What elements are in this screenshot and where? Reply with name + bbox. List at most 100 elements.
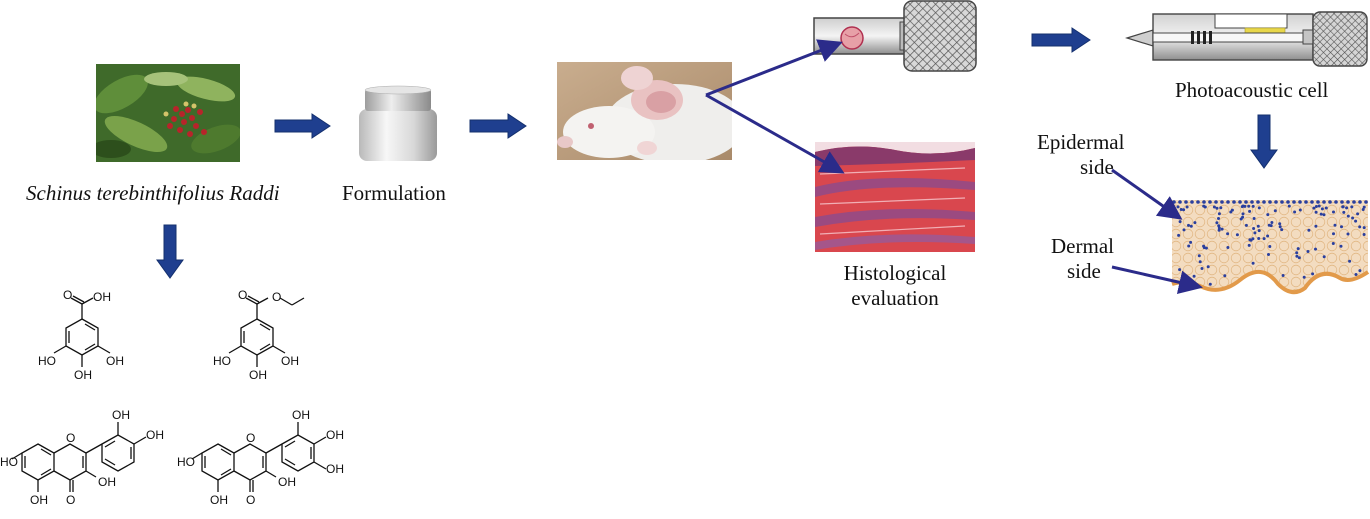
photoacoustic-cell: [1124, 10, 1370, 68]
skin-dot: [1314, 210, 1318, 214]
epidermal-label-line2: side: [1080, 155, 1114, 179]
skin-dot: [1339, 244, 1343, 248]
skin-dot: [1197, 254, 1201, 258]
skin-dot: [1185, 205, 1189, 209]
skin-dot: [1270, 221, 1274, 224]
skin-dot: [1238, 200, 1242, 204]
skin-dot: [1214, 200, 1218, 204]
skin-dot: [1226, 232, 1230, 236]
skin-dot: [1314, 205, 1318, 208]
skin-dot: [1317, 204, 1321, 208]
skin-dot: [1178, 220, 1182, 224]
skin-dot: [1346, 214, 1350, 218]
skin-dot: [1322, 213, 1326, 217]
skin-dot: [1204, 246, 1208, 250]
skin-dot: [1345, 206, 1349, 210]
chem-label: OH: [30, 493, 48, 507]
skin-dot: [1215, 206, 1219, 210]
skin-dot: [1217, 226, 1221, 230]
arrow-holder-to-cell: [1031, 27, 1091, 53]
skin-dot: [1297, 256, 1301, 260]
chem-label: OH: [146, 428, 164, 442]
chem-label: OH: [292, 408, 310, 422]
skin-dot: [1298, 208, 1302, 212]
skin-dot: [1286, 200, 1290, 204]
skin-dot: [1348, 259, 1352, 263]
skin-dot: [1341, 205, 1345, 209]
skin-dot: [1208, 282, 1212, 286]
skin-dot: [1184, 200, 1188, 204]
chem-label: OH: [281, 354, 299, 368]
skin-dot: [1177, 216, 1181, 220]
skin-dot: [1332, 232, 1335, 236]
skin-dot: [1334, 200, 1338, 204]
arrow-plant-to-formulation: [274, 113, 331, 139]
skin-dot: [1172, 200, 1176, 204]
skin-dot: [1311, 272, 1315, 276]
skin-dot: [1350, 205, 1354, 209]
skin-dot: [1322, 200, 1326, 204]
skin-dot: [1244, 223, 1248, 227]
skin-dot: [1320, 207, 1324, 211]
chem-label: O: [66, 431, 75, 445]
arrow-plant-down: [156, 224, 184, 279]
chemical-structures: O OH OH HO OH O O OH HO OH OH OH O HO OH…: [0, 288, 344, 507]
skin-dot: [1200, 267, 1204, 270]
chem-label: OH: [93, 290, 111, 304]
skin-dot: [1273, 209, 1277, 213]
skin-dot: [1248, 238, 1252, 242]
skin-dot: [1362, 205, 1366, 209]
skin-dot: [1187, 244, 1191, 248]
skin-dot: [1306, 250, 1310, 253]
skin-dot: [1257, 206, 1261, 210]
skin-section: [1170, 192, 1370, 304]
skin-dot: [1189, 240, 1193, 244]
skin-dot: [1295, 251, 1299, 255]
skin-dot: [1217, 217, 1220, 220]
formulation-label: Formulation: [342, 181, 446, 205]
skin-dot: [1280, 228, 1284, 232]
skin-dot: [1208, 200, 1212, 204]
myricetin-structure: [191, 422, 327, 492]
chem-label: HO: [38, 354, 56, 368]
skin-dot: [1307, 228, 1311, 232]
skin-dot: [1220, 200, 1224, 204]
skin-dot: [1215, 221, 1219, 225]
skin-dot: [1274, 200, 1278, 204]
chem-label: OH: [112, 408, 130, 422]
skin-dot: [1281, 274, 1285, 277]
skin-dot: [1333, 223, 1337, 227]
skin-dot: [1354, 273, 1358, 276]
chem-label: OH: [326, 462, 344, 476]
chem-label: O: [246, 493, 255, 507]
chem-label: O: [66, 493, 75, 507]
skin-dot: [1217, 212, 1221, 216]
skin-dot: [1296, 247, 1300, 251]
skin-dot: [1202, 200, 1206, 204]
skin-dot: [1267, 253, 1270, 256]
skin-dot: [1266, 213, 1270, 217]
chem-label: HO: [213, 354, 231, 368]
skin-dot: [1247, 243, 1251, 247]
arrow-formulation-to-mouse: [469, 113, 527, 139]
skin-dot: [1257, 229, 1261, 233]
skin-dot: [1328, 200, 1332, 204]
skin-dot: [1346, 200, 1350, 204]
skin-dot: [1340, 225, 1343, 229]
skin-dot: [1198, 260, 1202, 264]
skin-dot: [1241, 215, 1245, 219]
arrow-cell-down: [1250, 114, 1278, 169]
skin-dot: [1268, 200, 1272, 204]
skin-dot: [1362, 226, 1366, 230]
skin-dot: [1248, 209, 1252, 213]
chem-label: HO: [177, 455, 195, 469]
skin-dot: [1251, 204, 1255, 208]
skin-dot: [1342, 210, 1346, 214]
chem-label: O: [246, 431, 255, 445]
skin-dot: [1230, 208, 1234, 212]
chem-label: OH: [106, 354, 124, 368]
skin-dot: [1304, 200, 1308, 204]
skin-dot: [1177, 233, 1181, 237]
skin-dot: [1190, 200, 1194, 204]
skin-dot: [1262, 237, 1266, 241]
